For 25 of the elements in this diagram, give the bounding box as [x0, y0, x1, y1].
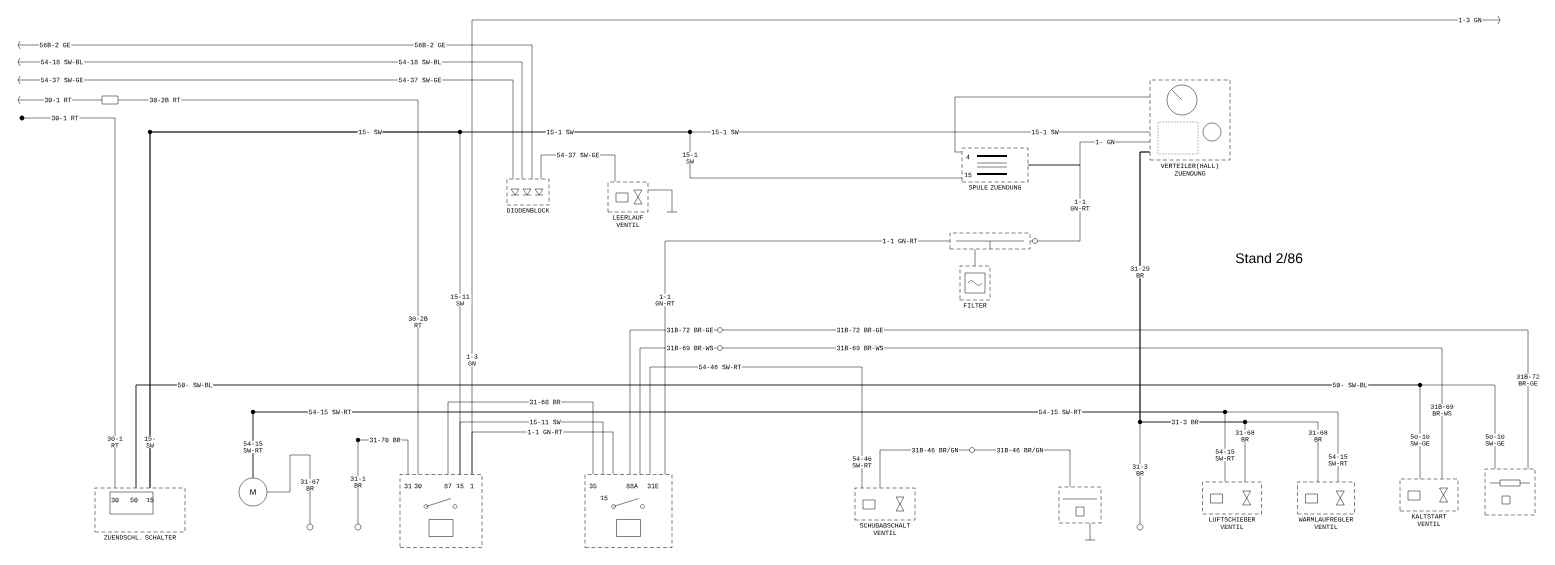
wire	[974, 249, 976, 266]
wire	[639, 345, 1443, 479]
wire	[17, 95, 419, 475]
terminal-symbol	[1136, 523, 1144, 531]
wire	[649, 366, 863, 488]
wire	[629, 327, 1529, 475]
resistor-box	[1484, 468, 1536, 516]
wire	[447, 401, 594, 475]
wire	[149, 131, 962, 488]
revision-note: Stand 2/86	[1235, 252, 1303, 264]
wire	[1139, 151, 1319, 482]
terminal-symbol	[306, 523, 314, 531]
connector-box	[949, 232, 1031, 250]
wire	[267, 454, 311, 524]
wire	[24, 117, 116, 488]
pump-motor: M	[238, 477, 268, 507]
sensor-box	[1058, 486, 1102, 524]
relay-box	[584, 474, 673, 548]
wire	[664, 238, 1038, 475]
wire	[954, 96, 1150, 153]
wire	[648, 189, 678, 213]
relay-box	[399, 474, 483, 548]
wire	[1028, 164, 1081, 242]
terminal-symbol	[354, 523, 362, 531]
wire	[1084, 523, 1096, 541]
